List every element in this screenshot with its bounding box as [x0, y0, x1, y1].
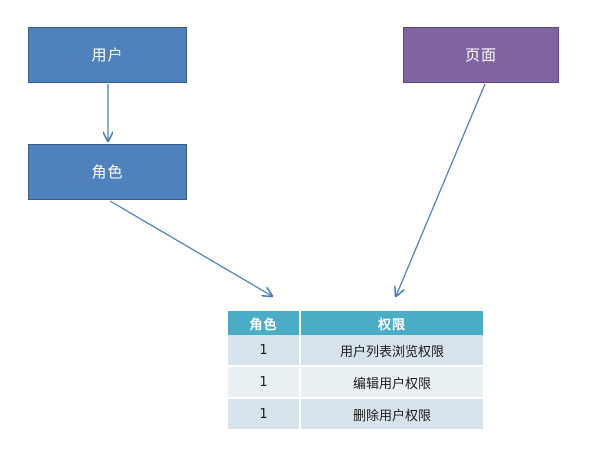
table-row[interactable]: 1 删除用户权限: [228, 398, 483, 431]
table-row[interactable]: 1 用户列表浏览权限: [228, 335, 483, 367]
column-header-permission: 权限: [300, 311, 483, 335]
node-user-label: 用户: [91, 45, 124, 64]
connector-page-to-table: [396, 83, 486, 296]
cell-role: 1: [228, 366, 301, 399]
cell-role: 1: [228, 398, 301, 431]
connector-role-to-table: [109, 200, 272, 296]
node-page-label: 页面: [464, 45, 497, 64]
node-page[interactable]: 页面: [403, 27, 559, 83]
cell-role: 1: [228, 335, 301, 367]
table-row[interactable]: 1 编辑用户权限: [228, 366, 483, 399]
node-role-label: 角色: [91, 162, 124, 181]
node-user[interactable]: 用户: [28, 27, 187, 83]
table-body: 1 用户列表浏览权限 1 编辑用户权限 1 删除用户权限: [228, 335, 483, 431]
cell-permission: 用户列表浏览权限: [300, 335, 483, 367]
node-role[interactable]: 角色: [28, 144, 187, 200]
cell-permission: 删除用户权限: [300, 398, 483, 431]
column-header-role: 角色: [228, 311, 301, 335]
cell-permission: 编辑用户权限: [300, 366, 483, 399]
permission-table: 角色 权限 1 用户列表浏览权限 1 编辑用户权限 1 删除用户权限: [228, 311, 483, 431]
table-header-row: 角色 权限: [228, 311, 483, 335]
